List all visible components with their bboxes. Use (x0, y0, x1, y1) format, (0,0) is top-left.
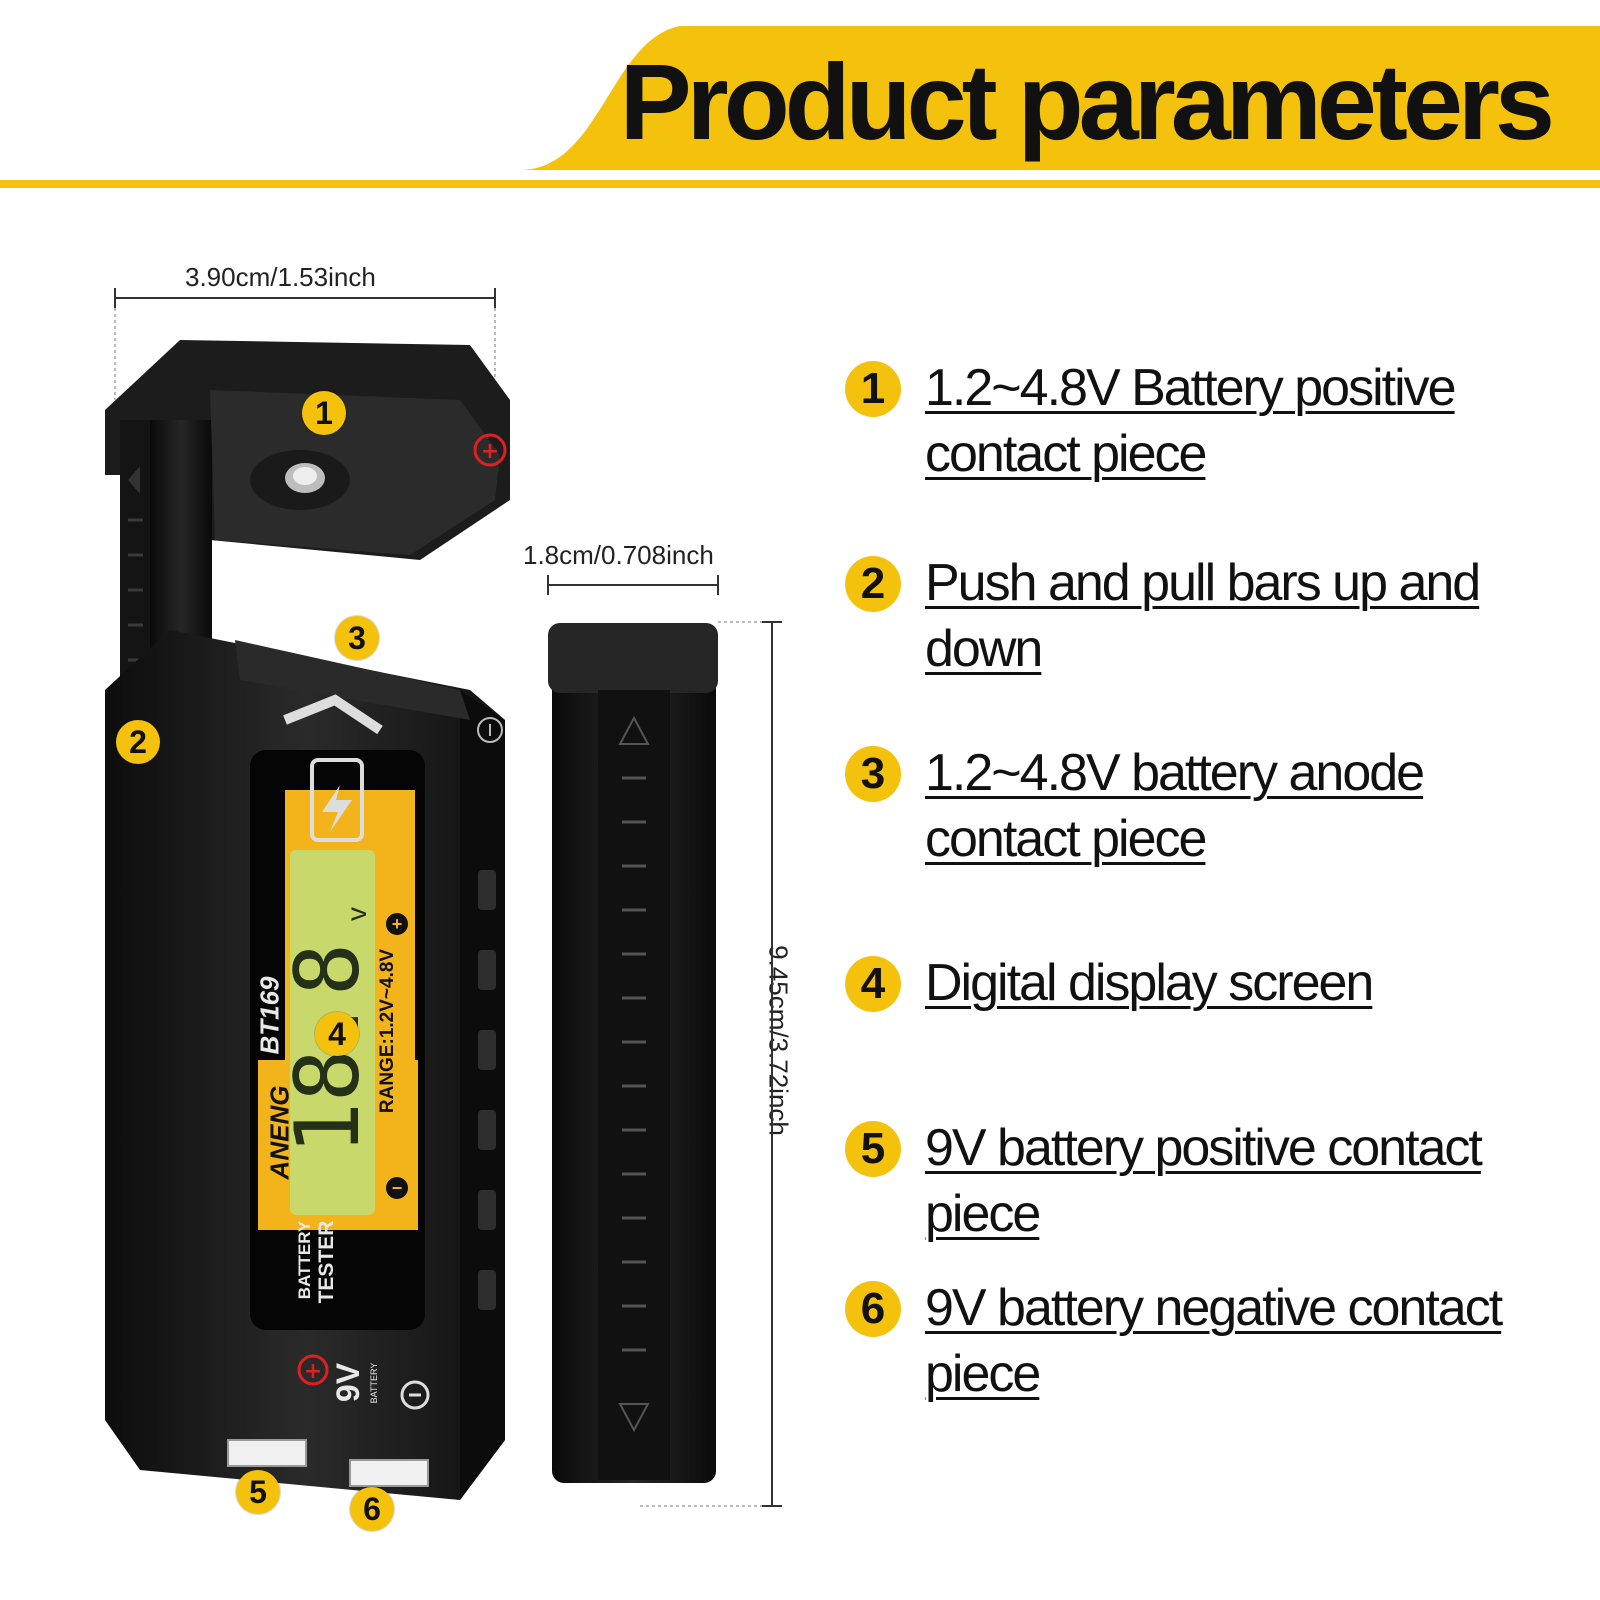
legend-number: 6 (845, 1281, 901, 1337)
model-label: BT169 (254, 976, 285, 1055)
depth-dimension-label: 1.8cm/0.708inch (523, 540, 714, 570)
tester-line2: TESTER (315, 1220, 338, 1304)
nine-volt-label: 9V (330, 1362, 367, 1403)
legend-number: 5 (845, 1121, 901, 1177)
marker-6: 6 (350, 1487, 394, 1531)
legend-number: 3 (845, 746, 901, 802)
legend-text: Digital display screen (925, 954, 1374, 1012)
legend-number: 4 (845, 956, 901, 1012)
legend-text: 9V battery positive contact piece (925, 1119, 1483, 1243)
brand-label: ANENG (264, 1085, 295, 1180)
lcd-unit: v (341, 907, 372, 921)
range-plus-mark: + (386, 913, 408, 935)
legend-number: 1 (845, 361, 901, 417)
marker-2: 2 (116, 720, 160, 764)
svg-text:+: + (481, 439, 499, 464)
marker-4: 4 (315, 1012, 359, 1056)
marker-5: 5 (236, 1470, 280, 1514)
page-title: Product parameters (619, 41, 1555, 162)
svg-text:+: + (304, 1359, 322, 1384)
tester-line1: BATTERY (295, 1220, 314, 1300)
nine-volt-battery-label: BATTERY (369, 1362, 379, 1404)
legend-text: 1.2~4.8V battery anode contact piece (925, 744, 1425, 868)
legend-text: 1.2~4.8V Battery positive contact piece (925, 359, 1457, 483)
marker-1: 1 (302, 391, 346, 435)
header-banner (0, 26, 1600, 188)
range-minus-mark: − (386, 1177, 408, 1199)
legend-text: 9V battery negative contact piece (925, 1279, 1503, 1403)
range-label: RANGE:1.2V~4.8V (377, 948, 398, 1114)
marker-3: 3 (335, 616, 379, 660)
width-dimension-label: 3.90cm/1.53inch (185, 262, 376, 292)
legend-text: Push and pull bars up and down (925, 554, 1481, 678)
legend-number: 2 (845, 556, 901, 612)
